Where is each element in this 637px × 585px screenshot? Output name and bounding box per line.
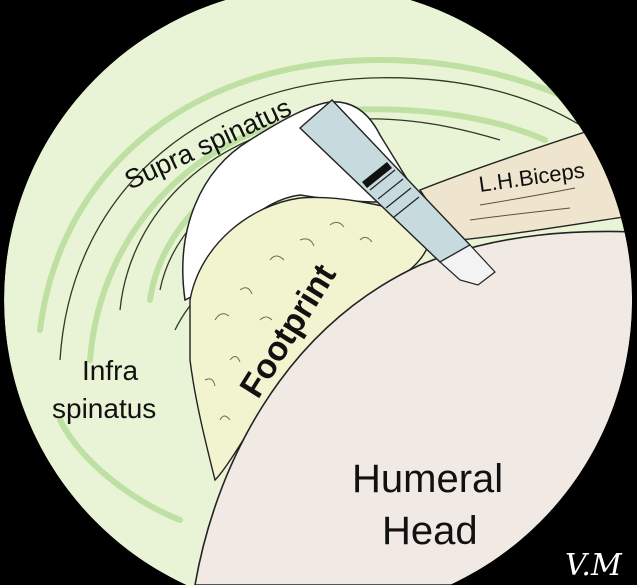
label-humeral-line2: Head <box>382 509 478 553</box>
label-infra-line2: spinatus <box>52 393 156 424</box>
artist-signature: V.M <box>565 548 623 583</box>
label-humeral-line1: Humeral <box>352 457 503 501</box>
label-infra-line1: Infra <box>82 355 138 386</box>
